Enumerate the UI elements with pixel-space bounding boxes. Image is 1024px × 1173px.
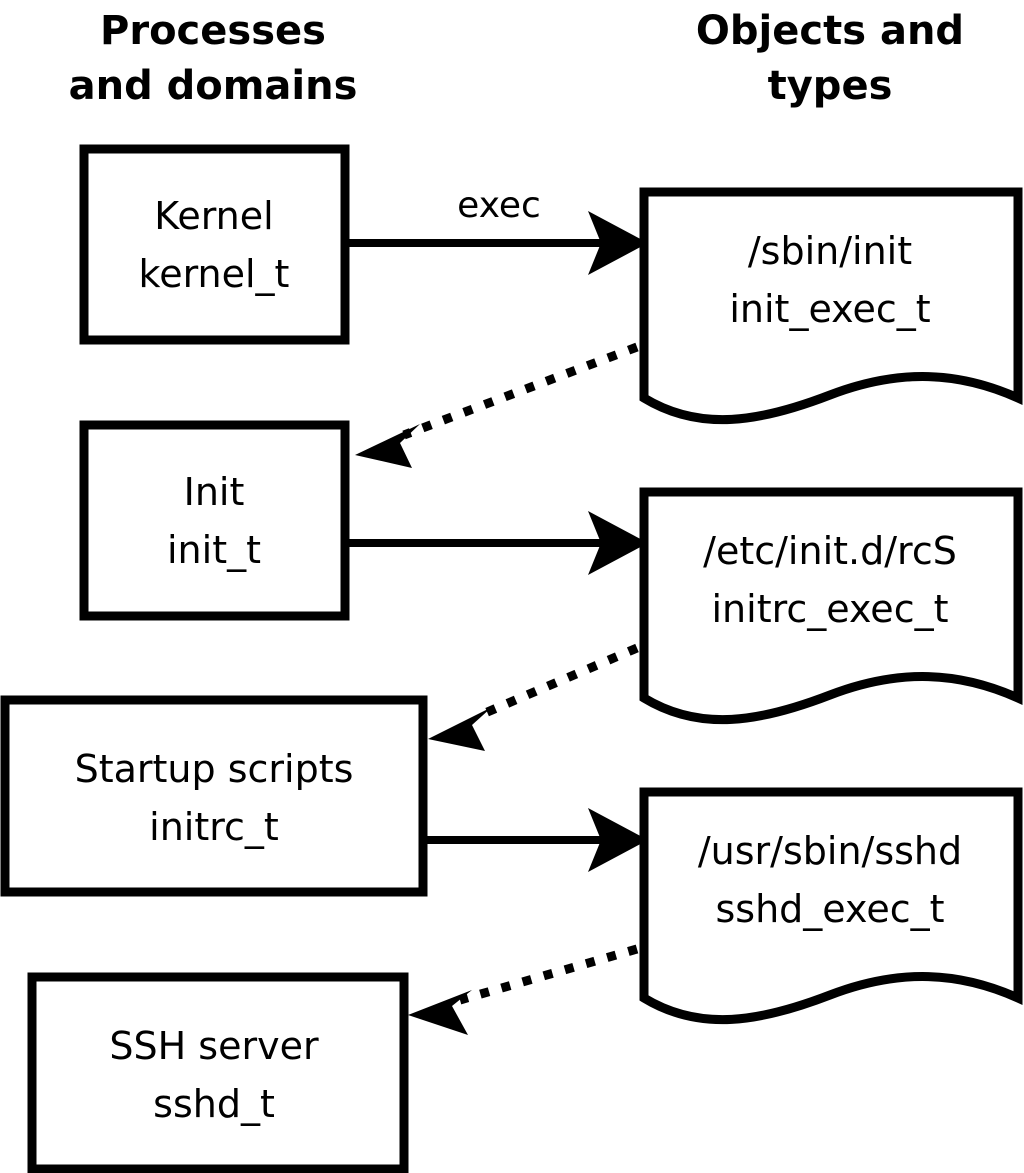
node-init_exec-line2: init_exec_t: [729, 287, 930, 331]
node-sshd[interactable]: SSH server sshd_t: [27, 972, 409, 1173]
node-init[interactable]: Init init_t: [79, 420, 350, 621]
node-kernel-box[interactable]: [79, 144, 350, 345]
arrowhead-sshd_exec-sshd: [408, 990, 472, 1035]
arrowhead-initrc_exec-initrc: [428, 707, 492, 751]
arrowhead-initrc-sshd_exec: [588, 808, 648, 872]
arrowhead-kernel-init_exec: [588, 211, 648, 275]
column-header-objects: Objects and types: [696, 8, 964, 109]
node-sshd_exec[interactable]: /usr/sbin/sshd sshd_exec_t: [639, 787, 1023, 1025]
column-header-objects-line2: types: [768, 63, 893, 109]
node-sshd_exec-line2: sshd_exec_t: [715, 887, 944, 931]
node-init_exec-document-shape[interactable]: [639, 187, 1023, 425]
edge-init_exec-transition-init: [355, 342, 639, 468]
node-sshd_exec-line1: /usr/sbin/sshd: [698, 829, 962, 873]
column-header-processes: Processes and domains: [69, 8, 358, 109]
node-sshd-box[interactable]: [27, 972, 409, 1173]
edge-init-exec-initrc_exec: [345, 511, 648, 575]
node-initrc[interactable]: Startup scripts initrc_t: [0, 695, 428, 897]
edge-line-init_exec-init: [402, 342, 639, 440]
node-kernel[interactable]: Kernel kernel_t: [79, 144, 350, 345]
node-init-line2: init_t: [167, 528, 261, 572]
column-header-objects-line1: Objects and: [696, 8, 964, 54]
edge-line-initrc_exec-initrc: [476, 643, 639, 721]
edge-initrc_exec-transition-initrc: [428, 643, 639, 751]
node-kernel-line2: kernel_t: [139, 252, 290, 296]
node-initrc_exec-document-shape[interactable]: [639, 487, 1023, 725]
column-header-processes-line2: and domains: [69, 63, 358, 109]
node-initrc-line2: initrc_t: [149, 805, 279, 849]
node-init-line1: Init: [184, 470, 245, 514]
node-initrc-line1: Startup scripts: [75, 747, 354, 791]
node-sshd-line1: SSH server: [109, 1024, 319, 1068]
arrowhead-init_exec-init: [355, 424, 420, 468]
edge-initrc-exec-sshd_exec: [423, 808, 648, 872]
node-initrc_exec-line2: initrc_exec_t: [712, 587, 949, 631]
node-initrc-box[interactable]: [0, 695, 428, 897]
node-init_exec[interactable]: /sbin/init init_exec_t: [639, 187, 1023, 425]
node-init_exec-line1: /sbin/init: [748, 229, 912, 273]
node-initrc_exec-line1: /etc/init.d/rcS: [703, 529, 957, 573]
node-sshd-line2: sshd_t: [153, 1082, 275, 1126]
node-initrc_exec[interactable]: /etc/init.d/rcS initrc_exec_t: [639, 487, 1023, 725]
edge-kernel-exec-init_exec: exec: [345, 185, 648, 275]
arrowhead-init-initrc_exec: [588, 511, 648, 575]
node-sshd_exec-document-shape[interactable]: [639, 787, 1023, 1025]
edge-sshd_exec-transition-sshd: [408, 944, 639, 1035]
edge-line-sshd_exec-sshd: [458, 944, 639, 1005]
node-kernel-line1: Kernel: [154, 194, 273, 238]
column-header-processes-line1: Processes: [100, 8, 326, 54]
node-init-box[interactable]: [79, 420, 350, 621]
edge-label-exec: exec: [457, 185, 541, 226]
